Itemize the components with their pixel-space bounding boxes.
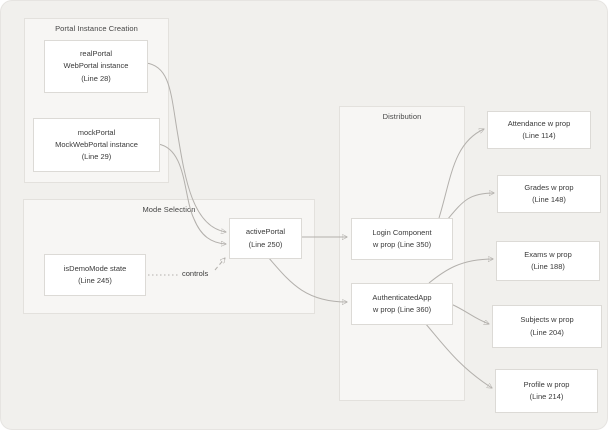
group-title-portal-instance-creation: Portal Instance Creation xyxy=(55,24,138,33)
node-grades-line2: (Line 148) xyxy=(532,195,566,204)
node-mockportal-line2: MockWebPortal instance xyxy=(55,139,138,149)
node-grades-line1: Grades w prop xyxy=(524,182,574,192)
node-exams: Exams w prop (Line 188) xyxy=(496,241,600,281)
node-grades: Grades w prop (Line 148) xyxy=(497,175,601,213)
edge-label-controls: controls xyxy=(182,269,209,278)
node-subjects-line2: (Line 204) xyxy=(530,327,564,337)
node-mockportal: mockPortal MockWebPortal instance (Line … xyxy=(33,118,160,172)
node-isdemomode-line2: (Line 245) xyxy=(78,276,112,285)
node-activeportal: activePortal (Line 250) xyxy=(229,218,302,259)
node-realportal-line3: (Line 28) xyxy=(81,73,111,83)
node-subjects: Subjects w prop (Line 204) xyxy=(492,305,602,348)
node-profile-line1: Profile w prop xyxy=(523,379,570,389)
node-login-component: Login Component w prop (Line 350) xyxy=(351,218,453,260)
node-attendance: Attendance w prop (Line 114) xyxy=(487,111,591,149)
node-authenticatedapp-line1: AuthenticatedApp xyxy=(372,292,432,302)
node-exams-line1: Exams w prop xyxy=(524,249,572,259)
node-login-component-line2: w prop (Line 350) xyxy=(372,240,432,249)
node-mockportal-line3: (Line 29) xyxy=(81,152,112,162)
node-activeportal-line1: activePortal xyxy=(245,227,286,237)
node-activeportal-line2: (Line 250) xyxy=(248,239,283,249)
node-attendance-line1: Attendance w prop xyxy=(507,118,571,128)
node-profile-line2: (Line 214) xyxy=(529,392,564,401)
node-attendance-line2: (Line 114) xyxy=(522,131,556,140)
node-mockportal-line1: mockPortal xyxy=(77,127,116,137)
node-authenticatedapp: AuthenticatedApp w prop (Line 360) xyxy=(351,283,453,325)
group-title-distribution: Distribution xyxy=(382,112,422,121)
node-isdemomode: isDemoMode state (Line 245) xyxy=(44,254,146,296)
node-login-component-line1: Login Component xyxy=(372,227,432,237)
node-isdemomode-line1: isDemoMode state xyxy=(63,263,127,273)
node-exams-line2: (Line 188) xyxy=(531,262,565,271)
node-profile: Profile w prop (Line 214) xyxy=(495,369,598,413)
node-authenticatedapp-line2: w prop (Line 360) xyxy=(372,305,432,314)
group-title-mode-selection: Mode Selection xyxy=(142,205,196,214)
node-realportal-line1: realPortal xyxy=(79,49,113,59)
node-subjects-line1: Subjects w prop xyxy=(520,315,574,325)
node-realportal-line2: WebPortal instance xyxy=(63,61,129,71)
node-realportal: realPortal WebPortal instance (Line 28) xyxy=(44,40,148,93)
